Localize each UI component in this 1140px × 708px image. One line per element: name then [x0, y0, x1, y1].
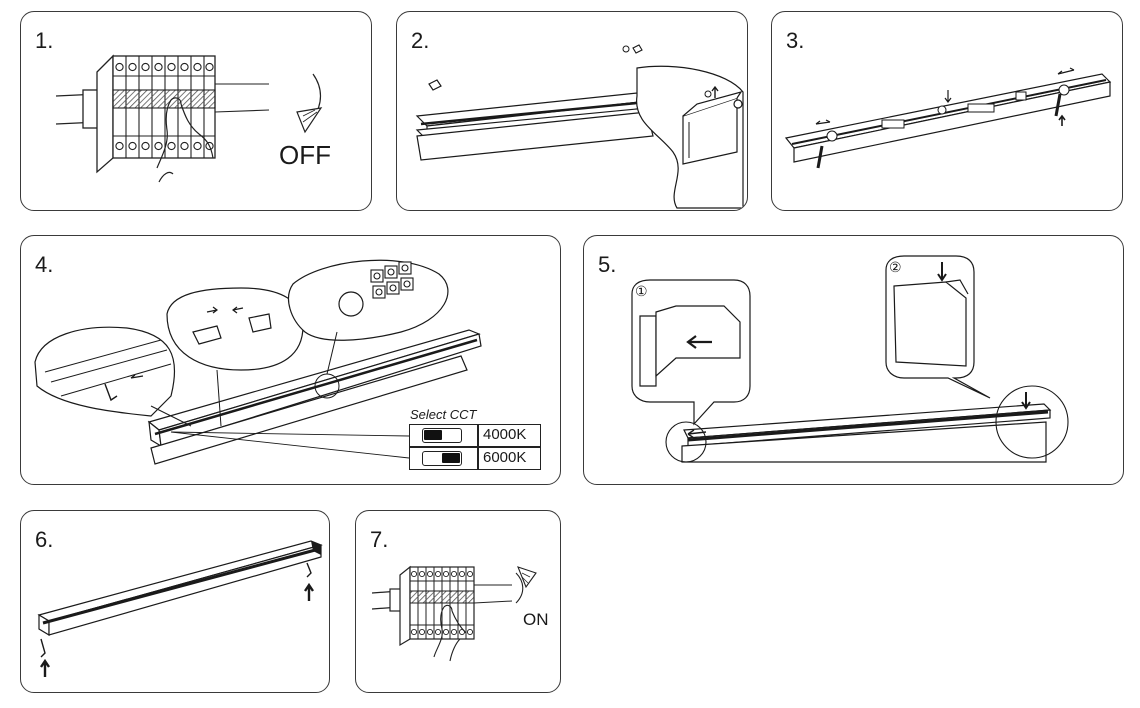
step-number: 3. [786, 28, 805, 53]
cct-option-6000k[interactable]: 6000K [409, 447, 541, 470]
step-7-panel: 7. [355, 510, 561, 693]
select-cct-title: Select CCT [410, 407, 477, 422]
breaker-off-illustration [55, 54, 323, 183]
cct-switch-box [409, 424, 479, 447]
remove-end-caps-illustration [415, 44, 744, 209]
attach-end-caps-illustration [631, 255, 1069, 463]
step-number: 5. [598, 252, 617, 277]
step-3-panel: 3. [771, 11, 1123, 211]
step-1-panel: 1. [20, 11, 372, 211]
marker-1: ① [635, 283, 648, 299]
cct-temp-box [477, 447, 541, 470]
cct-switch-box [409, 447, 479, 470]
cct-temp-box [477, 424, 541, 447]
mount-base-illustration [784, 67, 1112, 169]
cct-temp-label: 6000K [483, 449, 527, 466]
marker-2: ② [889, 259, 902, 275]
step-number: 6. [35, 527, 54, 552]
wiring-and-cct-illustration [34, 259, 482, 465]
mount-lamp-illustration [37, 540, 323, 677]
cct-temp-label: 4000K [483, 426, 527, 443]
breaker-on-illustration [371, 565, 537, 662]
dip-switch-icon [422, 428, 462, 443]
on-label: ON [523, 610, 549, 629]
step-number: 2. [411, 28, 430, 53]
step-number: 7. [370, 527, 389, 552]
step-5-panel: 5. ① ② [583, 235, 1124, 485]
step-2-panel: 2. [396, 11, 748, 211]
off-label: OFF [279, 140, 331, 170]
step-number: 4. [35, 252, 54, 277]
step-number: 1. [35, 28, 54, 53]
dip-switch-icon [422, 451, 462, 466]
cct-option-4000k[interactable]: 4000K [409, 424, 541, 447]
step-4-panel: 4. [20, 235, 561, 485]
step-6-panel: 6. [20, 510, 330, 693]
